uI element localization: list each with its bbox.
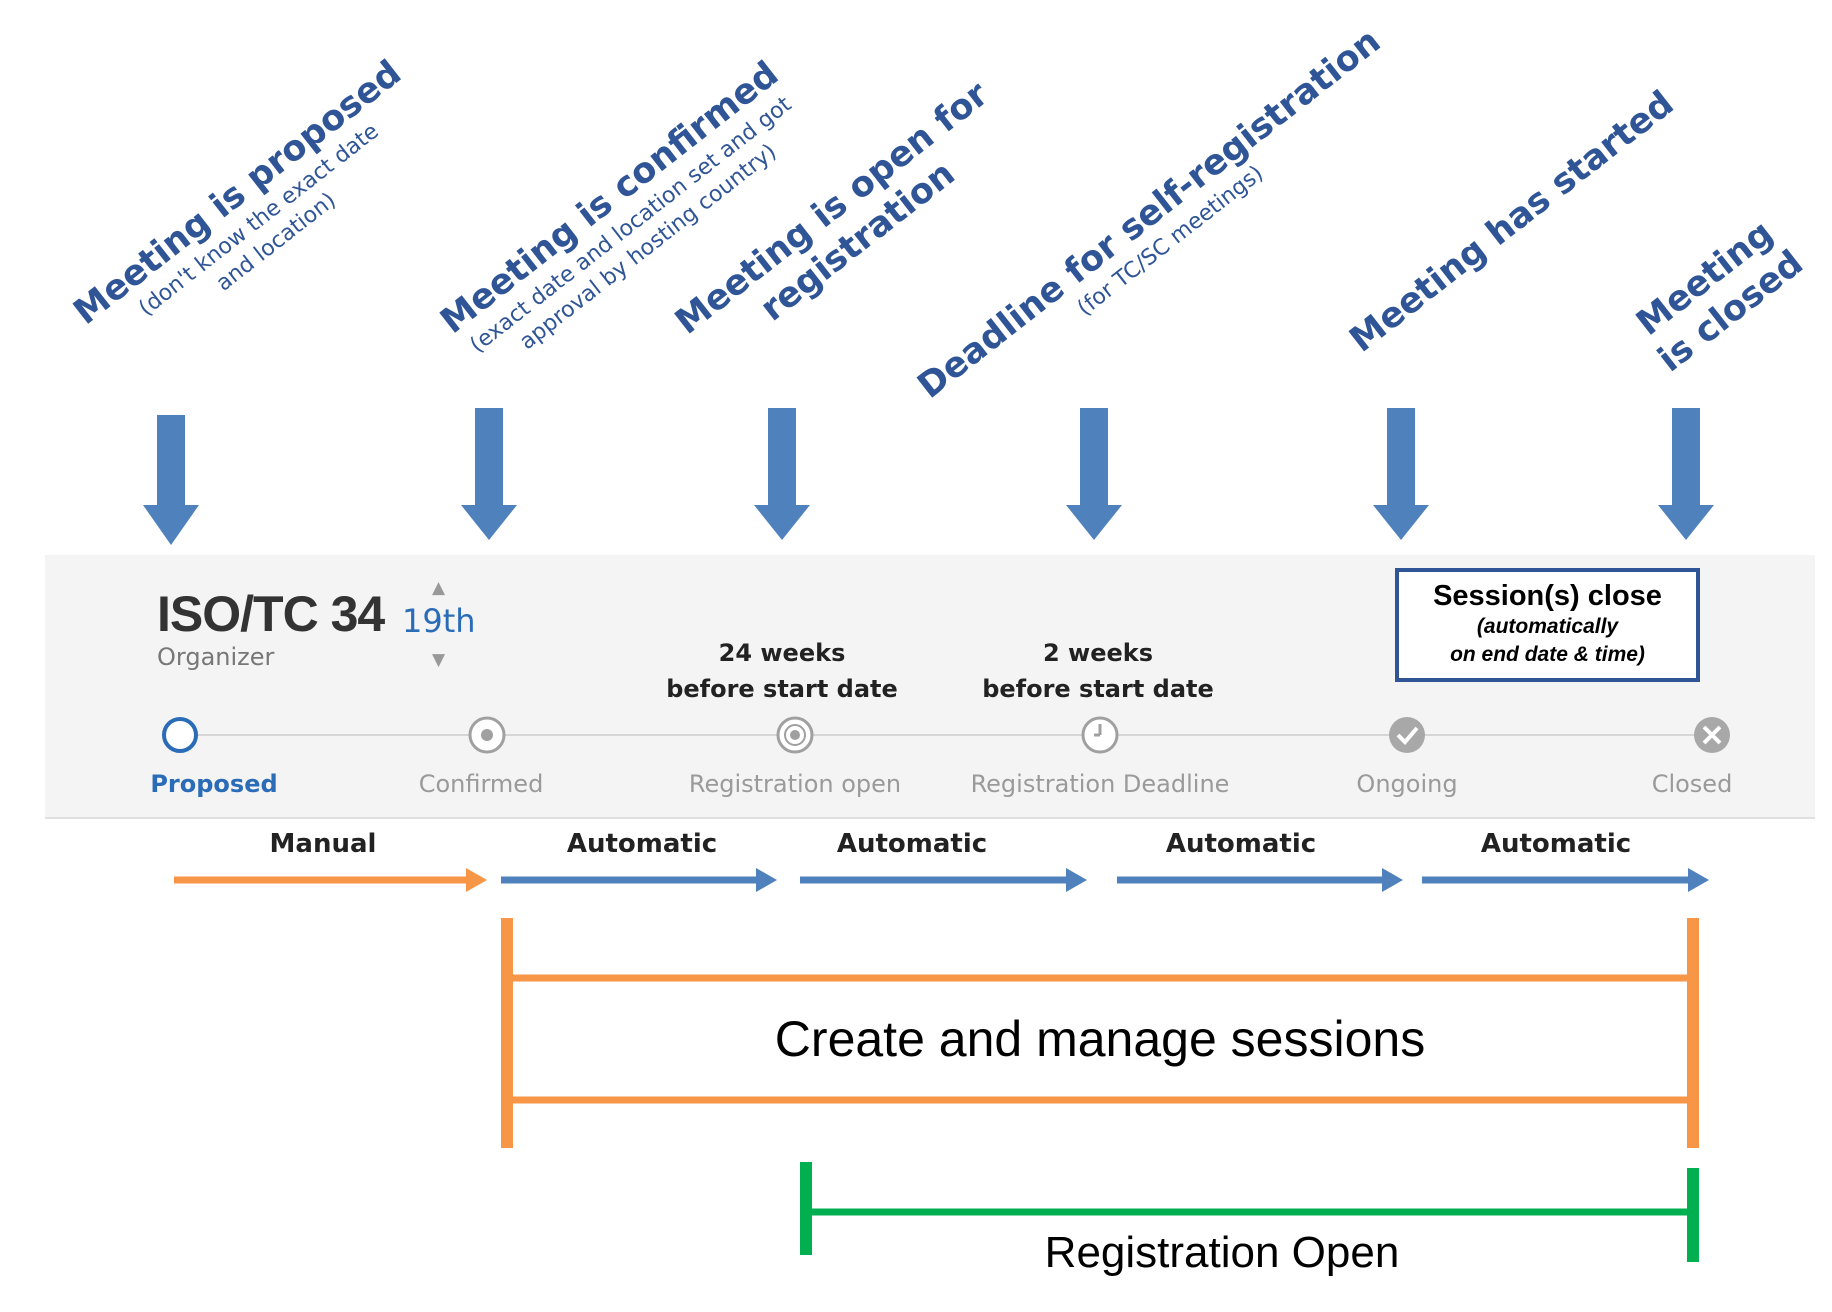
edition-up-icon[interactable]: ▲ (432, 578, 446, 598)
phase-automatic-label-2: Automatic (836, 829, 988, 859)
phase-automatic-label-1: Automatic (566, 829, 718, 859)
committee-title: ISO/TC 34 (157, 586, 385, 642)
step-proposed-label[interactable]: Proposed (150, 770, 278, 798)
organizer-label: Organizer (157, 643, 275, 671)
edition-value: 19th (402, 602, 476, 640)
registration-deadline-note-line2: before start date (982, 675, 1214, 703)
registration-open-note-line2: before start date (666, 675, 898, 703)
automatic-arrow (800, 868, 1087, 892)
down-arrow-icon (143, 415, 199, 545)
open-circle-icon[interactable] (162, 717, 198, 753)
sessions-span-label: Create and manage sessions (774, 1011, 1426, 1067)
manual-arrow (174, 868, 487, 892)
down-arrows (143, 408, 1714, 545)
registration-span-label: Registration Open (1044, 1228, 1400, 1277)
sessions-bracket (501, 918, 1699, 1148)
automatic-arrow (1422, 868, 1709, 892)
automatic-arrow (501, 868, 777, 892)
step-confirmed-label[interactable]: Confirmed (418, 770, 544, 798)
checkmark-icon[interactable] (1389, 717, 1425, 753)
phase-manual-label: Manual (269, 829, 377, 859)
double-ring-icon[interactable] (776, 716, 814, 754)
clock-icon[interactable] (1081, 716, 1119, 754)
down-arrow-icon (1658, 408, 1714, 540)
x-circle-icon[interactable] (1694, 717, 1730, 753)
down-arrow-icon (1066, 408, 1122, 540)
registration-open-note-line1: 24 weeks (718, 639, 846, 667)
target-icon[interactable] (468, 716, 506, 754)
step-registration-deadline-label[interactable]: Registration Deadline (970, 770, 1230, 798)
step-ongoing-label[interactable]: Ongoing (1356, 770, 1458, 798)
status-track (162, 716, 1730, 754)
step-registration-open-label[interactable]: Registration open (688, 770, 902, 798)
session-close-line1: (automatically (1476, 615, 1619, 638)
automatic-arrow (1117, 868, 1403, 892)
down-arrow-icon (461, 408, 517, 540)
registration-deadline-note-line1: 2 weeks (1042, 639, 1154, 667)
session-close-title: Session(s) close (1433, 580, 1662, 612)
registration-deadline-note: 2 weeks before start date (982, 635, 1214, 707)
step-closed-label[interactable]: Closed (1651, 770, 1733, 798)
session-close-line2: on end date & time) (1450, 643, 1645, 666)
registration-open-note: 24 weeks before start date (666, 635, 898, 707)
session-close-box: Session(s) close (automatically on end d… (1395, 568, 1700, 682)
edition-down-icon[interactable]: ▼ (432, 650, 446, 670)
registration-bracket (800, 1162, 1699, 1262)
phase-automatic-label-4: Automatic (1480, 829, 1632, 859)
down-arrow-icon (754, 408, 810, 540)
down-arrow-icon (1373, 408, 1429, 540)
phase-automatic-label-3: Automatic (1165, 829, 1317, 859)
